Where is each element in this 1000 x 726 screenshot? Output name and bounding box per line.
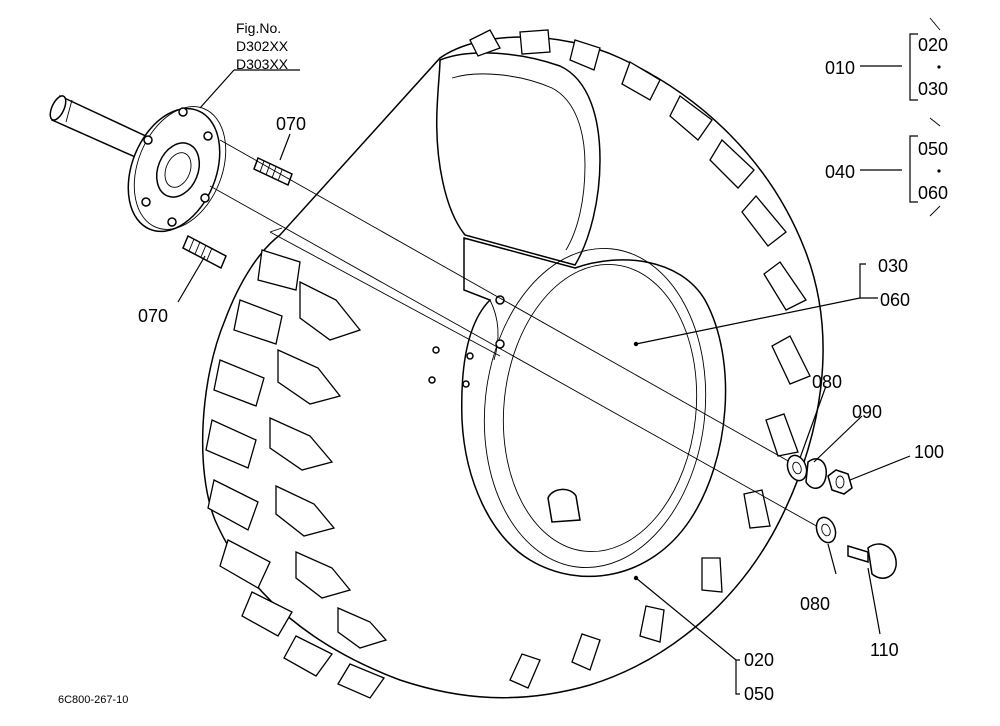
callout-stud-lower: 070 — [138, 306, 168, 326]
hex-bolt — [847, 543, 897, 579]
flat-washer-lower — [815, 516, 837, 544]
stud-bolt-lower — [182, 234, 227, 270]
flat-washer-upper — [786, 454, 808, 482]
callout-tire-020: 020 — [744, 650, 774, 670]
wheel-rim — [428, 237, 727, 578]
callout-bolt-110: 110 — [870, 640, 899, 660]
hub-flange — [127, 106, 227, 233]
callout-rim-060: 060 — [880, 290, 910, 310]
fig-code-2: D303XX — [236, 56, 289, 72]
callout-range-030: 030 — [918, 79, 948, 99]
assembly-axis-lines — [209, 139, 821, 529]
callout-range-050: 050 — [918, 139, 948, 159]
callout-assembly-040: 040 — [825, 162, 855, 182]
callout-stud-upper: 070 — [276, 114, 306, 134]
figure-number-block: Fig.No. D302XX D303XX — [236, 20, 289, 72]
spring-lock-washer — [805, 458, 827, 489]
assembly-key-brackets — [909, 17, 941, 217]
callout-assembly-010: 010 — [825, 58, 855, 78]
hex-nut — [827, 469, 853, 495]
leader-lines — [177, 65, 911, 695]
callout-range-020: 020 — [918, 35, 948, 55]
callout-tire-050: 050 — [744, 684, 774, 704]
fig-code-1: D302XX — [236, 38, 289, 54]
callout-range-060: 060 — [918, 183, 948, 203]
callout-nut-100: 100 — [914, 442, 944, 462]
callout-washer-080-lower: 080 — [800, 594, 830, 614]
fig-no-label: Fig.No. — [236, 20, 281, 36]
callout-lock-washer-090: 090 — [852, 402, 882, 422]
axle-shaft — [49, 94, 151, 162]
drawing-id: 6C800-267-10 — [58, 694, 128, 706]
callout-washer-080-upper: 080 — [812, 372, 842, 392]
callout-rim-030: 030 — [878, 256, 908, 276]
